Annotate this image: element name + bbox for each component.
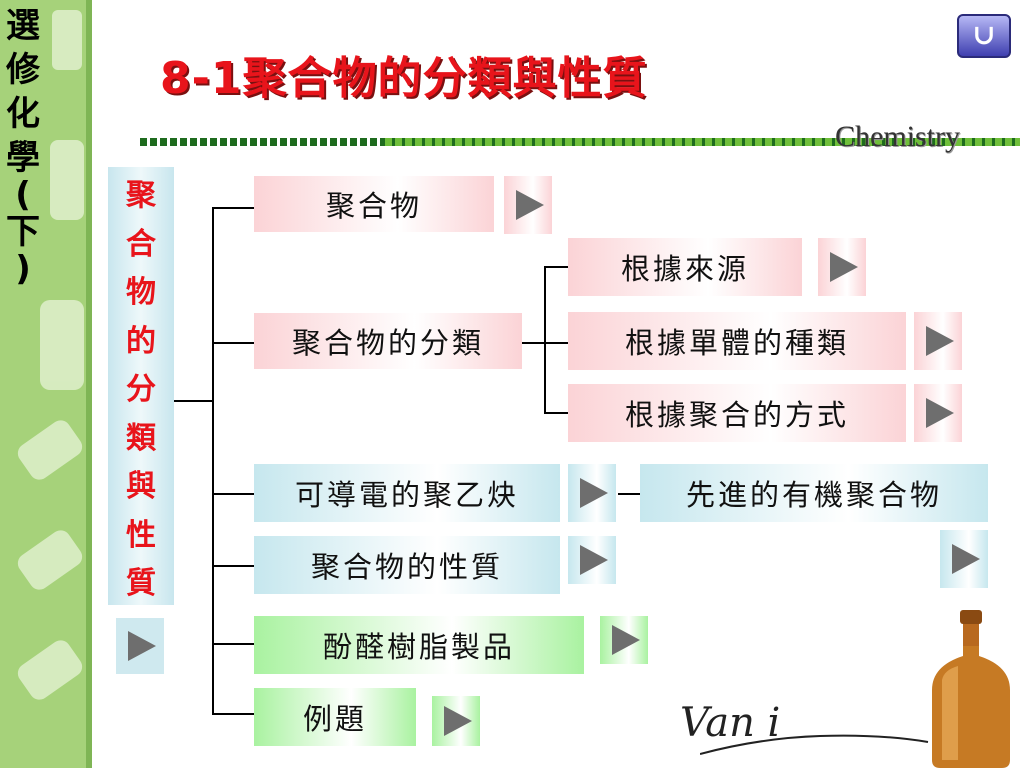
tree-branch [212, 643, 254, 645]
sidebar-title-char: 學 [6, 138, 40, 178]
node-examples[interactable]: 例題 [254, 688, 416, 746]
node-properties[interactable]: 聚合物的性質 [254, 536, 560, 594]
title-divider-light [385, 138, 1020, 146]
play-arrow-icon [444, 706, 472, 736]
sidebar-title-char: 下 [6, 212, 40, 252]
node-advanced-polymer[interactable]: 先進的有機聚合物 [640, 464, 988, 522]
subtree-branch [544, 342, 568, 344]
play-arrow-icon [516, 190, 544, 220]
sidebar-title-char: 修 [6, 50, 40, 90]
sidebar-strip [0, 0, 92, 768]
main-topic-arrow-button[interactable] [116, 618, 164, 674]
bottle-pattern-decoration [17, 0, 92, 768]
play-arrow-icon [926, 326, 954, 356]
sidebar-course-title: 選 修 化 學 ( 下 ) [0, 4, 46, 289]
sidebar-title-char: ( [15, 175, 31, 215]
conductive-arrow-button[interactable] [568, 464, 616, 522]
main-topic-label: 聚合物的分類與性質 [108, 172, 174, 609]
polymer-arrow-button[interactable] [504, 176, 552, 234]
advanced-connector [618, 493, 640, 495]
play-arrow-icon [612, 625, 640, 655]
node-by-method[interactable]: 根據聚合的方式 [568, 384, 906, 442]
play-arrow-icon [830, 252, 858, 282]
play-arrow-icon [952, 544, 980, 574]
properties-arrow-button[interactable] [568, 536, 616, 584]
by-method-arrow-button[interactable] [914, 384, 962, 442]
main-topic-box [108, 167, 174, 605]
node-polymer[interactable]: 聚合物 [254, 176, 494, 232]
advanced-arrow-button[interactable] [940, 530, 988, 588]
phenolic-arrow-button[interactable] [600, 616, 648, 664]
subtree-trunk [544, 266, 546, 414]
subtree-connector [522, 342, 546, 344]
node-by-source[interactable]: 根據來源 [568, 238, 802, 296]
node-phenolic-resin[interactable]: 酚醛樹脂製品 [254, 616, 584, 674]
tree-branch [212, 342, 254, 344]
tree-branch [212, 713, 254, 715]
node-conductive-polymer[interactable]: 可導電的聚乙炔 [254, 464, 560, 522]
brand-label: Chemistry [835, 120, 960, 153]
u-turn-icon: ∪ [972, 18, 996, 51]
sidebar-title-char: 選 [6, 6, 40, 46]
subtree-branch [544, 412, 568, 414]
play-arrow-icon [128, 631, 156, 661]
by-monomer-arrow-button[interactable] [914, 312, 962, 370]
play-arrow-icon [580, 545, 608, 575]
play-arrow-icon [580, 478, 608, 508]
subtree-branch [544, 266, 568, 268]
tree-branch [212, 565, 254, 567]
tree-branch [212, 493, 254, 495]
sidebar-title-char: 化 [6, 94, 40, 134]
page-title: 8-1聚合物的分類與性質 [160, 53, 648, 104]
examples-arrow-button[interactable] [432, 696, 480, 746]
node-classification[interactable]: 聚合物的分類 [254, 313, 522, 369]
play-arrow-icon [926, 398, 954, 428]
tree-branch [212, 207, 254, 209]
signature-swash [700, 734, 929, 755]
main-topic-text: 聚合物的分類與性質 [126, 178, 156, 601]
tree-trunk [212, 207, 214, 715]
by-source-arrow-button[interactable] [818, 238, 866, 296]
sidebar-title-char: ) [15, 249, 31, 289]
node-by-monomer[interactable]: 根據單體的種類 [568, 312, 906, 370]
signature: Van i [680, 700, 781, 746]
tree-connector [174, 400, 214, 402]
home-button[interactable]: ∪ [957, 14, 1011, 58]
reagent-bottle-icon [932, 610, 1010, 768]
